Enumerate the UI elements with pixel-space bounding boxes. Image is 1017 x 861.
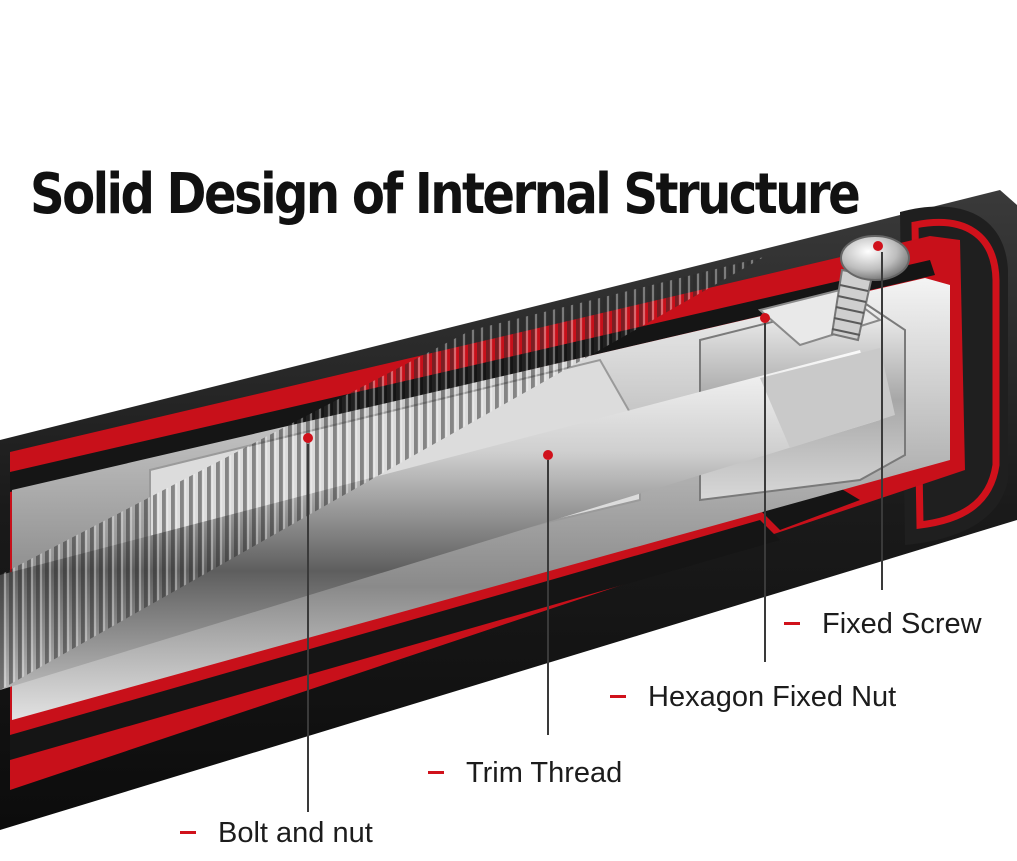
callout-bolt-and-nut: Bolt and nut bbox=[180, 816, 373, 850]
leader-lines bbox=[307, 252, 883, 812]
page-title: Solid Design of Internal Structure bbox=[30, 162, 861, 227]
fixed-screw bbox=[830, 235, 910, 342]
callout-dash bbox=[180, 830, 196, 834]
callout-label: Trim Thread bbox=[466, 757, 623, 789]
callout-label: Fixed Screw bbox=[822, 608, 982, 640]
callout-dash bbox=[428, 770, 444, 774]
callout-fixed-screw: Fixed Screw bbox=[784, 607, 982, 641]
callout-label: Hexagon Fixed Nut bbox=[648, 681, 897, 713]
callout-label: Bolt and nut bbox=[218, 817, 373, 849]
callout-dash bbox=[610, 694, 626, 698]
callout-trim-thread: Trim Thread bbox=[428, 756, 622, 790]
marker-dots bbox=[303, 241, 883, 460]
callout-hexagon-fixed-nut: Hexagon Fixed Nut bbox=[610, 680, 896, 714]
threaded-rod bbox=[0, 350, 880, 690]
callout-dash bbox=[784, 621, 800, 625]
